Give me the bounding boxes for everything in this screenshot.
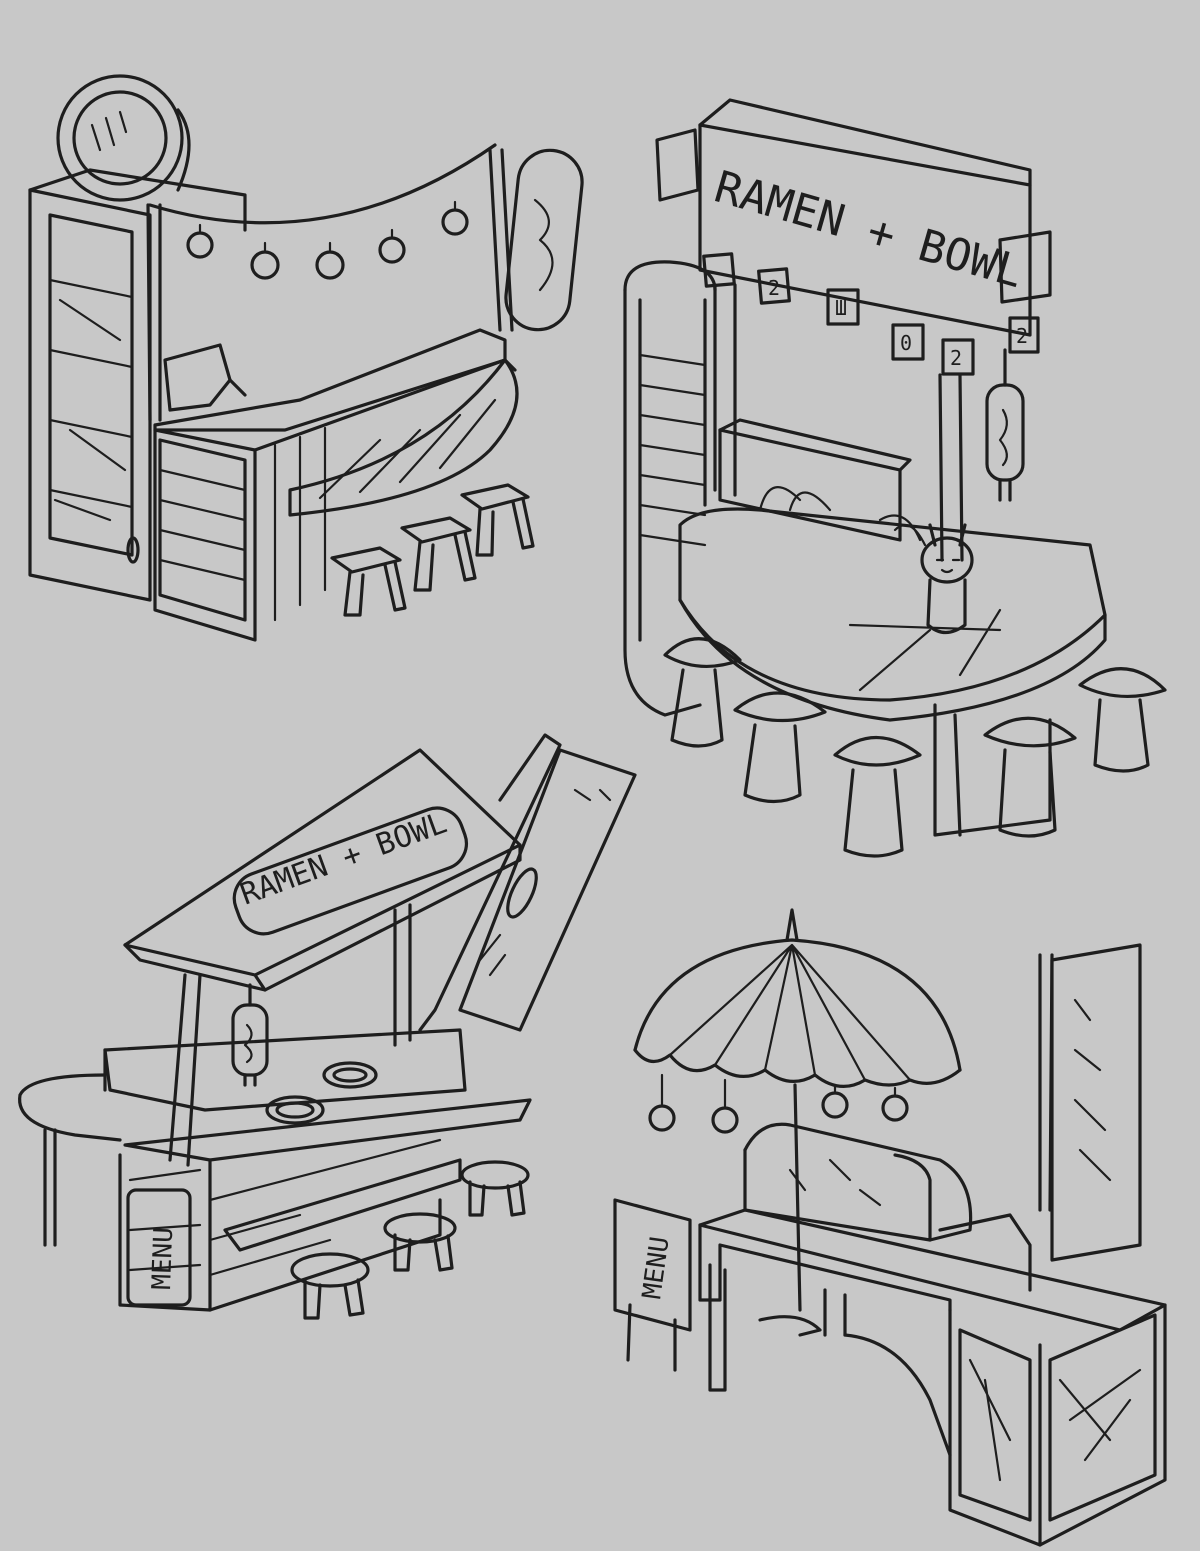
side-banner (418, 733, 637, 1032)
grill-dome (743, 1122, 1032, 1292)
mushroom-stools (663, 637, 1167, 858)
stall-counter (18, 1028, 532, 1312)
tag-5: 2 (1016, 324, 1028, 348)
lantern-bar-stall (28, 74, 584, 642)
bar-counter (153, 328, 517, 642)
menu-board: MENU (126, 1188, 192, 1307)
oval-banner (504, 148, 584, 332)
umbrella (633, 908, 962, 1312)
tag-3: 0 (900, 331, 912, 355)
menu-sign-text: MENU (637, 1235, 675, 1301)
bar-stools (330, 483, 535, 617)
menu-text: MENU (147, 1227, 179, 1291)
stall-sign: RAMEN + BOWL (698, 98, 1032, 337)
grill-desk (698, 1208, 1167, 1547)
umbrella-grill-stall: MENU (613, 908, 1167, 1547)
hanging-lantern (985, 348, 1025, 502)
stall-sign-text: RAMEN + BOWL (709, 162, 1029, 299)
ramen-bowl-counter-stall: RAMEN + BOWL 2 Ш 0 2 2 (623, 98, 1167, 858)
small-stools (290, 1160, 530, 1320)
hanging-tags: 2 Ш 0 2 2 (702, 252, 1040, 376)
flag-banner (1038, 943, 1142, 1262)
front-counter (678, 507, 1107, 837)
stall-lantern (231, 983, 269, 1087)
curved-bar-top (288, 358, 519, 517)
round-sign (56, 74, 191, 202)
menu-sign: MENU (613, 1198, 692, 1372)
roofed-ramen-stall: RAMEN + BOWL (18, 733, 637, 1320)
lucky-cat (920, 523, 974, 635)
cylinder-tank (623, 260, 717, 717)
display-cabinet (28, 168, 247, 602)
tag-1: 2 (768, 276, 780, 300)
tag-2: Ш (835, 296, 847, 320)
tag-4: 2 (950, 346, 962, 370)
roof-sign-text: RAMEN + BOWL (236, 805, 452, 912)
lantern-row (186, 200, 469, 280)
